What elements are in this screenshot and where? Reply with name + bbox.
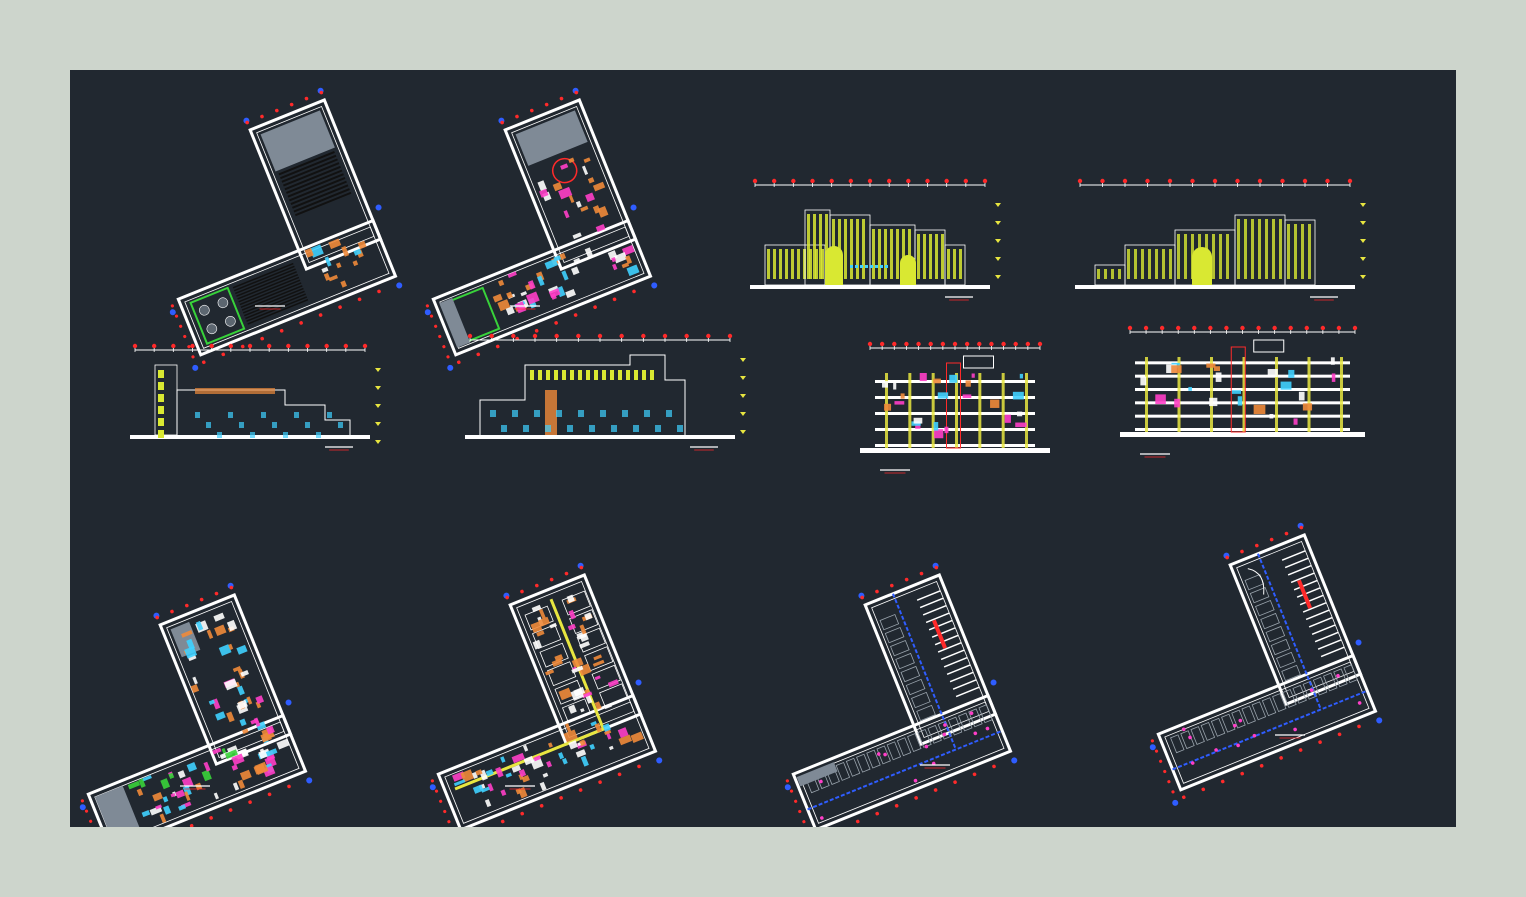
section-1	[860, 341, 1050, 474]
drawing-sheet	[79, 87, 1383, 827]
elevation-1	[750, 178, 1001, 301]
elevation-4	[465, 333, 746, 451]
plan-3	[79, 582, 313, 827]
section-2	[1120, 325, 1365, 458]
elevation-2	[1075, 178, 1366, 301]
plan-2	[424, 87, 658, 371]
plan-4	[429, 562, 663, 827]
elevation-3	[130, 343, 381, 451]
plan-1	[169, 87, 403, 371]
plan-6	[1149, 522, 1383, 806]
cad-drawing-canvas	[70, 70, 1456, 827]
plan-5	[784, 562, 1018, 827]
